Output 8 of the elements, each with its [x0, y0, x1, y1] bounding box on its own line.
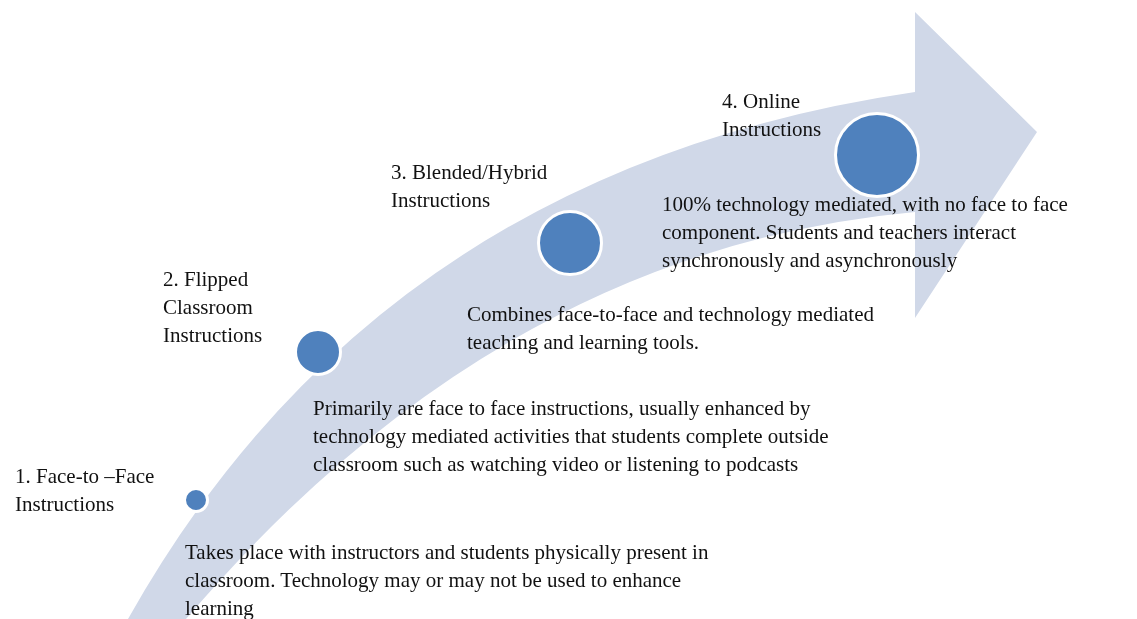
stage-description: Takes place with instructors and students physically present in classroom. Technology may or may not be used to enhance learning: [185, 539, 710, 619]
stage-heading: 1. Face-to –Face Instructions: [15, 463, 156, 518]
stage-heading: 4. Online Instructions: [722, 88, 823, 143]
stage-heading: 3. Blended/Hybrid Instructions: [391, 159, 549, 214]
stage-heading: 2. Flipped Classroom Instructions: [163, 266, 264, 349]
stage-description: 100% technology mediated, with no face to face component. Students and teachers interact synchronously and asynchronously: [662, 191, 1069, 274]
stage-description: Combines face-to-face and technology mediated teaching and learning tools.: [467, 301, 875, 356]
stage-description: Primarily are face to face instructions, usually enhanced by technology mediated activities that students complete outside classroom such as watching video or listening to podcasts: [313, 395, 830, 478]
